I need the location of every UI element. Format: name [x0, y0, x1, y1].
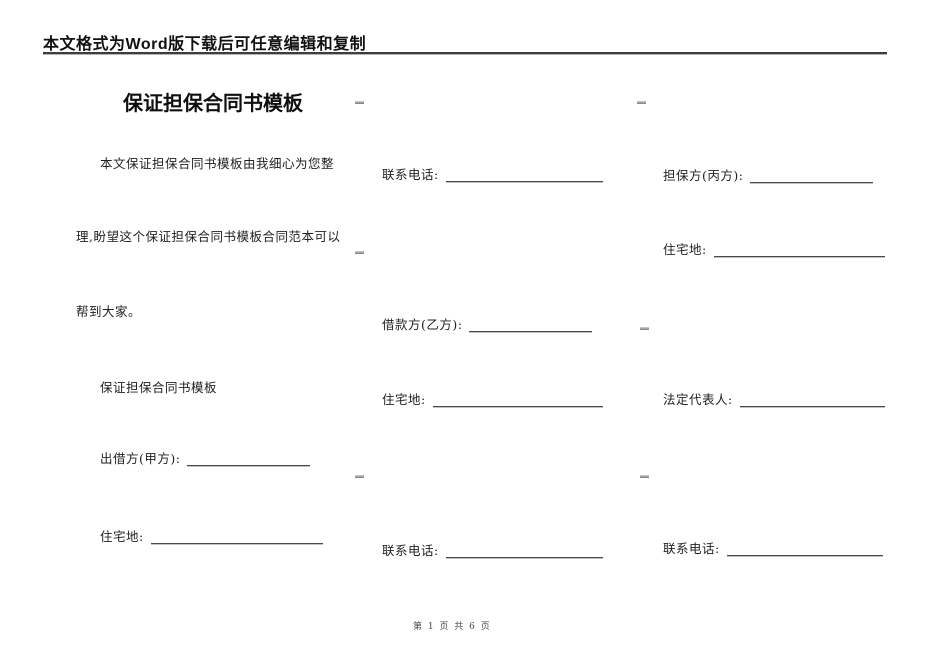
field-label-lender-phone: 联系电话:: [382, 167, 439, 182]
field-row-legal-representative: 法定代表人:: [663, 390, 885, 407]
header-notice: 本文格式为Word版下载后可任意编辑和复制: [43, 36, 367, 53]
field-label-guarantor-phone: 联系电话:: [663, 541, 720, 556]
field-blank-lender-address[interactable]: [150, 531, 323, 544]
field-label-guarantor: 担保方(丙方):: [663, 168, 744, 183]
field-label-lender: 出借方(甲方):: [100, 451, 181, 466]
field-blank-guarantor-address[interactable]: [713, 244, 885, 257]
header-rule-divider: [43, 52, 887, 55]
field-row-guarantor: 担保方(丙方):: [663, 166, 873, 183]
field-label-lender-address: 住宅地:: [100, 529, 144, 544]
field-label-borrower-phone: 联系电话:: [382, 543, 439, 558]
field-blank-lender[interactable]: [187, 453, 310, 466]
page-title: 保证担保合同书模板: [123, 93, 303, 115]
field-row-borrower-phone: 联系电话:: [382, 541, 603, 558]
field-blank-legal-representative[interactable]: [739, 394, 885, 407]
intro-paragraph-line: 帮到大家。: [76, 304, 142, 319]
field-label-guarantor-address: 住宅地:: [663, 242, 707, 257]
field-row-lender: 出借方(甲方):: [100, 449, 310, 466]
field-blank-guarantor[interactable]: [750, 170, 873, 183]
stray-dash-mark: [640, 475, 649, 478]
field-row-borrower: 借款方(乙方):: [382, 315, 592, 332]
intro-paragraph-line: 本文保证担保合同书模板由我细心为您整: [100, 156, 335, 171]
field-blank-borrower[interactable]: [469, 319, 592, 332]
field-label-legal-representative: 法定代表人:: [663, 392, 733, 407]
stray-dash-mark: [637, 101, 646, 104]
field-row-guarantor-address: 住宅地:: [663, 240, 885, 257]
field-row-guarantor-phone: 联系电话:: [663, 539, 883, 556]
document-subtitle: 保证担保合同书模板: [100, 380, 218, 395]
intro-paragraph-line: 理,盼望这个保证担保合同书模板合同范本可以: [76, 229, 341, 244]
stray-dash-mark: [355, 101, 364, 104]
field-row-borrower-address: 住宅地:: [382, 390, 603, 407]
field-row-lender-address: 住宅地:: [100, 527, 323, 544]
field-row-lender-phone: 联系电话:: [382, 165, 603, 182]
page-number-indicator: 第 1 页 共 6 页: [413, 622, 492, 632]
field-blank-borrower-phone[interactable]: [445, 545, 603, 558]
field-label-borrower-address: 住宅地:: [382, 392, 426, 407]
field-label-borrower: 借款方(乙方):: [382, 317, 463, 332]
field-blank-lender-phone[interactable]: [445, 169, 603, 182]
field-blank-guarantor-phone[interactable]: [726, 543, 883, 556]
field-blank-borrower-address[interactable]: [432, 394, 603, 407]
stray-dash-mark: [355, 475, 364, 478]
stray-dash-mark: [640, 327, 649, 330]
stray-dash-mark: [355, 251, 364, 254]
